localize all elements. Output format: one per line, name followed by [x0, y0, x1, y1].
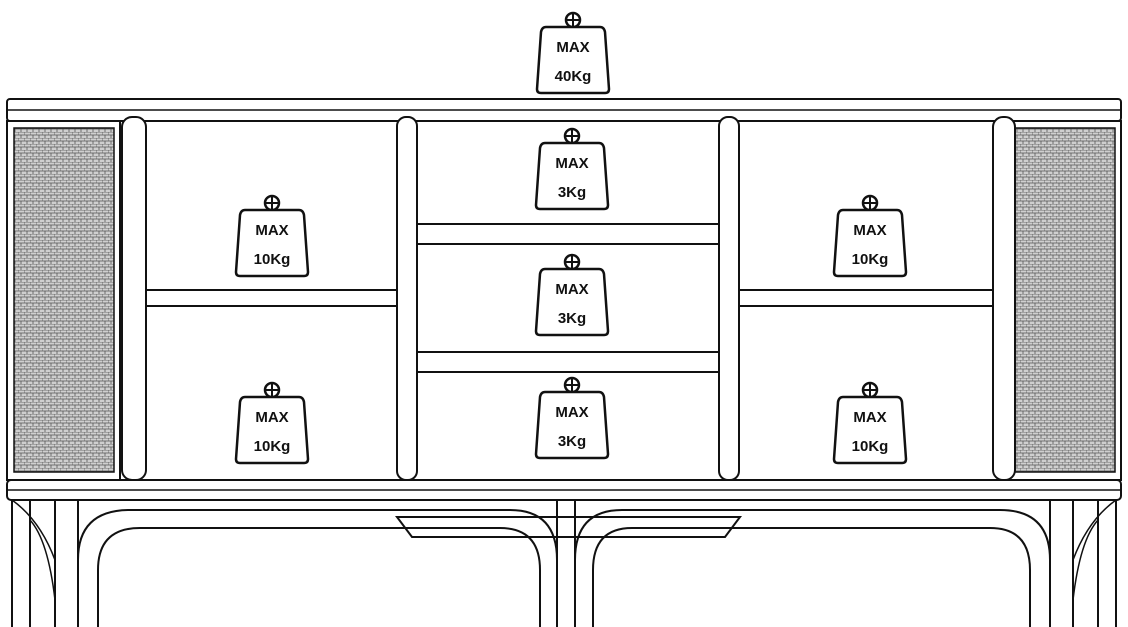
- weight-label-value: 10Kg: [852, 438, 889, 455]
- weight-body-icon: [534, 141, 610, 211]
- center-drawer-dividers: [416, 223, 720, 373]
- weight-right-upper: MAX 10Kg: [832, 194, 908, 278]
- weight-label-value: 10Kg: [254, 438, 291, 455]
- weight-left-lower: MAX 10Kg: [234, 381, 310, 465]
- weight-body-icon: [535, 25, 611, 95]
- weight-body-icon: [832, 208, 908, 278]
- weight-label-max: MAX: [853, 409, 886, 426]
- weight-center-top: MAX 3Kg: [534, 127, 610, 211]
- weight-top: MAX 40Kg: [535, 11, 611, 95]
- weight-left-upper: MAX 10Kg: [234, 194, 310, 278]
- weight-center-middle: MAX 3Kg: [534, 253, 610, 337]
- weight-right-lower: MAX 10Kg: [832, 381, 908, 465]
- weight-body-icon: [234, 208, 310, 278]
- weight-label-max: MAX: [853, 222, 886, 239]
- weight-body-icon: [234, 395, 310, 465]
- weight-label-max: MAX: [555, 155, 588, 172]
- weight-center-bottom: MAX 3Kg: [534, 376, 610, 460]
- left-shelf: [145, 289, 398, 307]
- weight-label-max: MAX: [555, 281, 588, 298]
- left-rattan-panel: [6, 120, 121, 481]
- base-frame: [11, 499, 1117, 627]
- right-shelf: [738, 289, 994, 307]
- weight-label-value: 3Kg: [558, 310, 586, 327]
- weight-label-max: MAX: [556, 39, 589, 56]
- weight-label-value: 3Kg: [558, 184, 586, 201]
- weight-label-value: 10Kg: [254, 251, 291, 268]
- top-slab: [6, 98, 1122, 122]
- weight-icons: MAX40KgMAX10KgMAX10KgMAX3KgMAX3KgMAX3KgM…: [234, 11, 908, 465]
- weight-body-icon: [832, 395, 908, 465]
- right-rattan-panel: [1007, 120, 1122, 481]
- weight-label-value: 10Kg: [852, 251, 889, 268]
- weight-body-icon: [534, 267, 610, 337]
- weight-label-max: MAX: [255, 222, 288, 239]
- weight-label-value: 3Kg: [558, 433, 586, 450]
- base-rail: [6, 479, 1122, 501]
- weight-label-value: 40Kg: [555, 68, 592, 85]
- weight-body-icon: [534, 390, 610, 460]
- weight-label-max: MAX: [255, 409, 288, 426]
- weight-label-max: MAX: [555, 404, 588, 421]
